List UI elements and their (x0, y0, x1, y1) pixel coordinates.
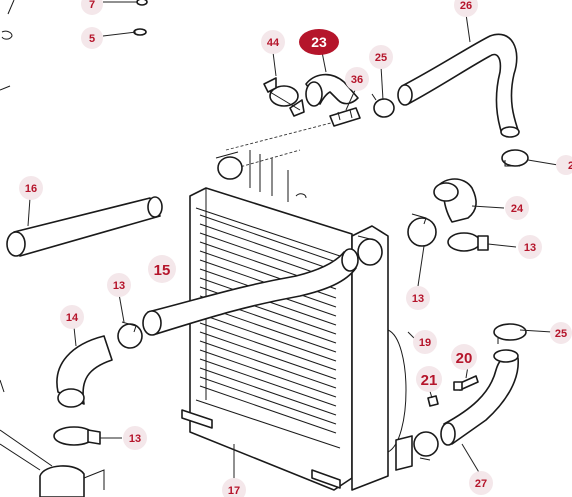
elbow-24 (433, 178, 477, 223)
svg-text:44: 44 (267, 37, 280, 49)
svg-text:36: 36 (351, 74, 363, 86)
svg-text:2: 2 (568, 160, 572, 172)
callout-5[interactable]: 5 (81, 27, 103, 49)
clamp-25-right (493, 323, 527, 344)
svg-text:16: 16 (25, 183, 37, 195)
svg-text:27: 27 (475, 478, 487, 490)
callouts: 7 5 44 23 25 36 26 2 (19, 0, 572, 497)
svg-text:13: 13 (129, 433, 141, 445)
svg-text:26: 26 (460, 0, 472, 12)
svg-text:13: 13 (524, 242, 536, 254)
nut-21 (427, 395, 439, 407)
callout-25-top[interactable]: 25 (369, 45, 393, 69)
clamp-13-left (117, 321, 143, 349)
callout-16[interactable]: 16 (19, 176, 43, 200)
callout-24[interactable]: 24 (505, 196, 529, 220)
callout-23-highlighted[interactable]: 23 (299, 29, 339, 55)
clamp-27-bottom (413, 431, 439, 461)
pipe-15 (142, 248, 359, 336)
svg-text:25: 25 (555, 328, 567, 340)
clamp-2 (501, 149, 529, 167)
clamp-25-top (371, 93, 395, 118)
leader-lines (27, 1, 559, 482)
line-art (0, 0, 529, 497)
callout-13-lower-right[interactable]: 13 (406, 286, 430, 310)
svg-text:17: 17 (228, 485, 240, 497)
callout-13-left[interactable]: 13 (107, 273, 131, 297)
svg-text:14: 14 (66, 312, 79, 324)
callout-44[interactable]: 44 (261, 30, 285, 54)
svg-text:13: 13 (113, 280, 125, 292)
svg-text:5: 5 (89, 33, 95, 45)
hose-16 (6, 196, 163, 257)
callout-20[interactable]: 20 (451, 344, 477, 370)
left-edge-fragments (0, 0, 15, 393)
callout-25-right[interactable]: 25 (550, 322, 572, 344)
svg-text:13: 13 (412, 293, 424, 305)
bolt-20 (453, 375, 479, 391)
svg-text:19: 19 (419, 337, 431, 349)
callout-36[interactable]: 36 (345, 67, 369, 91)
callout-27[interactable]: 27 (469, 471, 493, 495)
svg-text:24: 24 (511, 203, 524, 215)
svg-text:7: 7 (89, 0, 95, 11)
svg-text:15: 15 (154, 262, 171, 279)
svg-text:20: 20 (456, 350, 473, 367)
clamp-13-bottom (53, 426, 101, 446)
callout-21[interactable]: 21 (416, 366, 442, 392)
clamps-13-right (215, 151, 489, 266)
svg-text:25: 25 (375, 52, 387, 64)
callout-19[interactable]: 19 (413, 330, 437, 354)
elbow-23 (305, 73, 359, 107)
callout-2[interactable]: 2 (556, 155, 572, 175)
callout-13-bottom[interactable]: 13 (123, 426, 147, 450)
callout-13-right[interactable]: 13 (518, 235, 542, 259)
clamp-44 (263, 77, 305, 117)
callout-7[interactable]: 7 (81, 0, 103, 15)
hose-14 (56, 335, 113, 408)
callout-17[interactable]: 17 (222, 478, 246, 497)
hose-26 (397, 33, 520, 138)
callout-26[interactable]: 26 (454, 0, 478, 17)
bracket-36 (329, 107, 361, 127)
svg-text:23: 23 (311, 34, 327, 50)
svg-text:21: 21 (421, 372, 438, 389)
small-parts-top-left (133, 0, 148, 36)
callout-15[interactable]: 15 (148, 255, 176, 283)
bracket-bottom-left (0, 429, 105, 497)
hose-27 (440, 349, 519, 446)
callout-14[interactable]: 14 (60, 305, 84, 329)
